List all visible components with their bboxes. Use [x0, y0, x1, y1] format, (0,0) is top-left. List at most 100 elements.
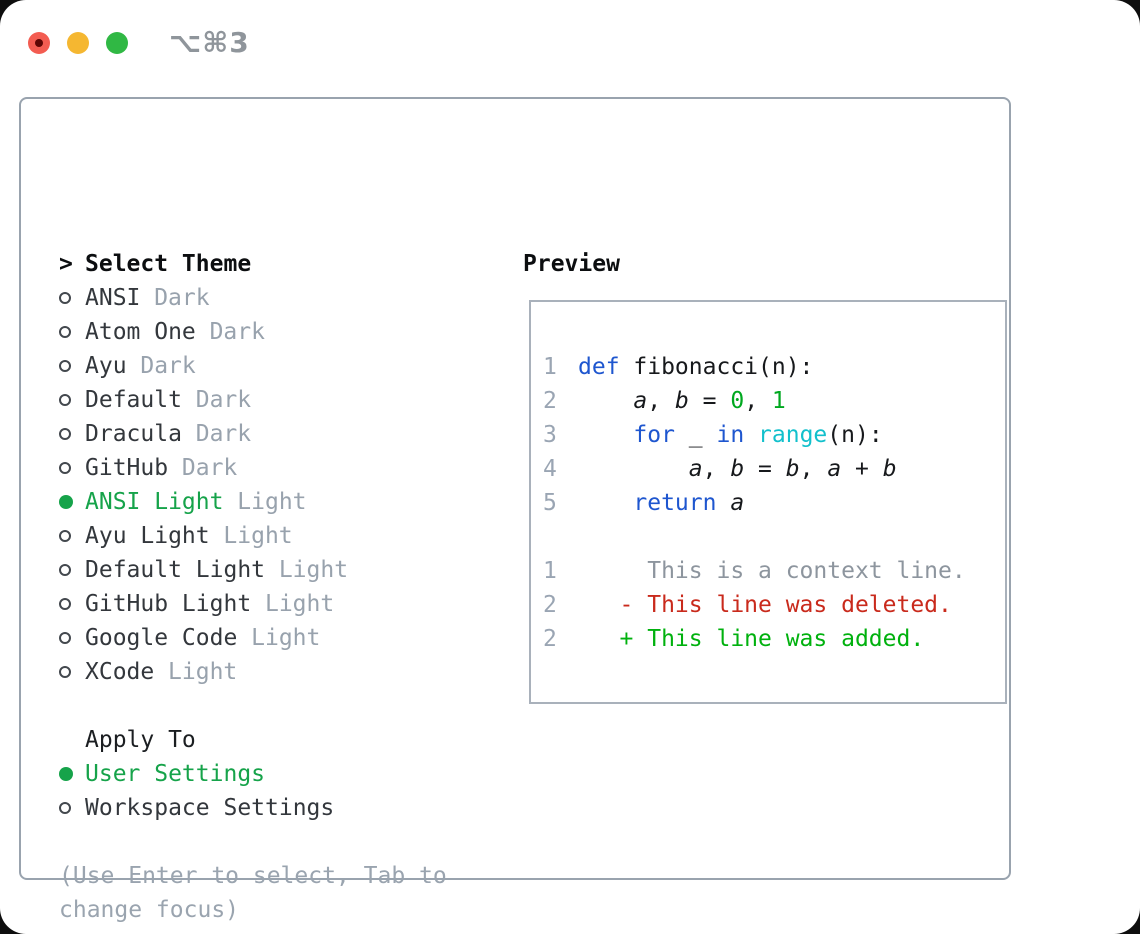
theme-option-ansi-light[interactable]: ANSI Light Light — [59, 485, 348, 519]
theme-variant-label: Light — [223, 523, 293, 549]
help-text-line1: (Use Enter to select, Tab to — [59, 863, 447, 889]
theme-variant-label: Light — [264, 591, 335, 617]
code-token: , — [744, 388, 772, 414]
code-token: b — [730, 456, 745, 482]
theme-variant-label: Light — [168, 659, 238, 685]
line-number: 1 — [543, 558, 557, 584]
window-title-shortcut: ⌥⌘3 — [169, 26, 250, 59]
help-text: (Use Enter to select, Tab to change focu… — [59, 859, 447, 927]
code-token: + This line was added. — [578, 626, 925, 652]
code-token: 1 — [771, 388, 786, 414]
radio-unselected-icon — [59, 326, 71, 338]
line-number: 4 — [543, 456, 557, 482]
theme-option-label: Default — [85, 387, 182, 413]
preview-code-line: 1 def fibonacci(n): — [543, 350, 1005, 384]
radio-selected-icon — [59, 495, 73, 509]
preview-title: Preview — [523, 251, 620, 277]
radio-unselected-icon — [59, 428, 71, 440]
code-token: b — [882, 456, 897, 482]
code-token: , — [647, 388, 675, 414]
theme-list-title: Select Theme — [85, 251, 252, 277]
code-token: def — [578, 354, 620, 380]
theme-option-ayu[interactable]: Ayu Dark — [59, 349, 348, 383]
preview-code-line: 4 a, b = b, a + b — [543, 452, 1005, 486]
preview-code-line: 2 a, b = 0, 1 — [543, 384, 1005, 418]
apply-option-label: Workspace Settings — [85, 795, 335, 821]
theme-variant-label: Light — [251, 625, 321, 651]
code-token: - This line was deleted. — [578, 592, 952, 618]
radio-unselected-icon — [59, 666, 71, 678]
code-token: a — [688, 456, 703, 482]
code-token: 0 — [730, 388, 745, 414]
code-token: + — [841, 456, 883, 482]
theme-option-default[interactable]: Default Dark — [59, 383, 348, 417]
preview-code-line: 2 + This line was added. — [543, 622, 1005, 656]
code-token: fibonacci(n): — [619, 354, 814, 380]
radio-unselected-icon — [59, 462, 71, 474]
code-token: = — [688, 388, 731, 414]
radio-unselected-icon — [59, 802, 71, 814]
code-token: for — [633, 422, 675, 448]
help-text-line2: change focus) — [59, 897, 240, 923]
theme-option-ayu-light[interactable]: Ayu Light Light — [59, 519, 348, 553]
code-token: b — [674, 388, 689, 414]
code-token — [578, 388, 633, 414]
theme-option-label: ANSI Light — [85, 489, 224, 515]
code-token: _ — [674, 422, 717, 448]
apply-option-user-settings[interactable]: User Settings — [59, 757, 334, 791]
theme-option-label: Google Code — [85, 625, 238, 651]
code-token: , — [702, 456, 731, 482]
code-token — [578, 422, 633, 448]
theme-option-label: GitHub — [85, 455, 169, 481]
code-token: This is a context line. — [578, 558, 966, 584]
radio-unselected-icon — [59, 632, 71, 644]
theme-option-label: XCode — [85, 659, 155, 685]
theme-option-label: Atom One — [85, 319, 196, 345]
theme-option-label: Dracula — [85, 421, 182, 447]
code-token: (n): — [827, 422, 883, 448]
preview-code-line: 2 - This line was deleted. — [543, 588, 1005, 622]
theme-option-xcode[interactable]: XCode Light — [59, 655, 348, 689]
theme-option-github[interactable]: GitHub Dark — [59, 451, 348, 485]
theme-option-label: Ayu Light — [85, 523, 210, 549]
line-number: 5 — [543, 490, 557, 516]
preview-code-line: 3 for _ in range(n): — [543, 418, 1005, 452]
theme-variant-label: Light — [237, 489, 307, 515]
theme-variant-label: Dark — [140, 353, 196, 379]
theme-option-label: ANSI — [85, 285, 141, 311]
theme-option-label: Default Light — [85, 557, 266, 583]
radio-unselected-icon — [59, 292, 71, 304]
focus-caret-icon: > — [59, 251, 73, 277]
code-token — [578, 456, 689, 482]
apply-option-workspace-settings[interactable]: Workspace Settings — [59, 791, 334, 825]
code-token: a — [730, 490, 745, 516]
minimize-button[interactable] — [67, 31, 89, 54]
close-button[interactable] — [28, 31, 50, 54]
preview-code-line: 5 return a — [543, 486, 1005, 520]
line-number: 2 — [543, 592, 557, 618]
apply-to-title: Apply To — [85, 727, 196, 753]
radio-unselected-icon — [59, 564, 71, 576]
theme-option-google-code[interactable]: Google Code Light — [59, 621, 348, 655]
code-token — [716, 490, 730, 516]
theme-variant-label: Dark — [181, 455, 238, 481]
title-bar: ⌥⌘3 — [28, 26, 250, 59]
code-token — [578, 490, 633, 516]
line-number: 1 — [543, 354, 557, 380]
apply-option-label: User Settings — [85, 761, 266, 787]
theme-variant-label: Dark — [195, 387, 252, 413]
theme-option-label: Ayu — [85, 353, 127, 379]
radio-unselected-icon — [59, 530, 71, 542]
code-token: b — [785, 456, 800, 482]
zoom-button[interactable] — [106, 31, 128, 54]
